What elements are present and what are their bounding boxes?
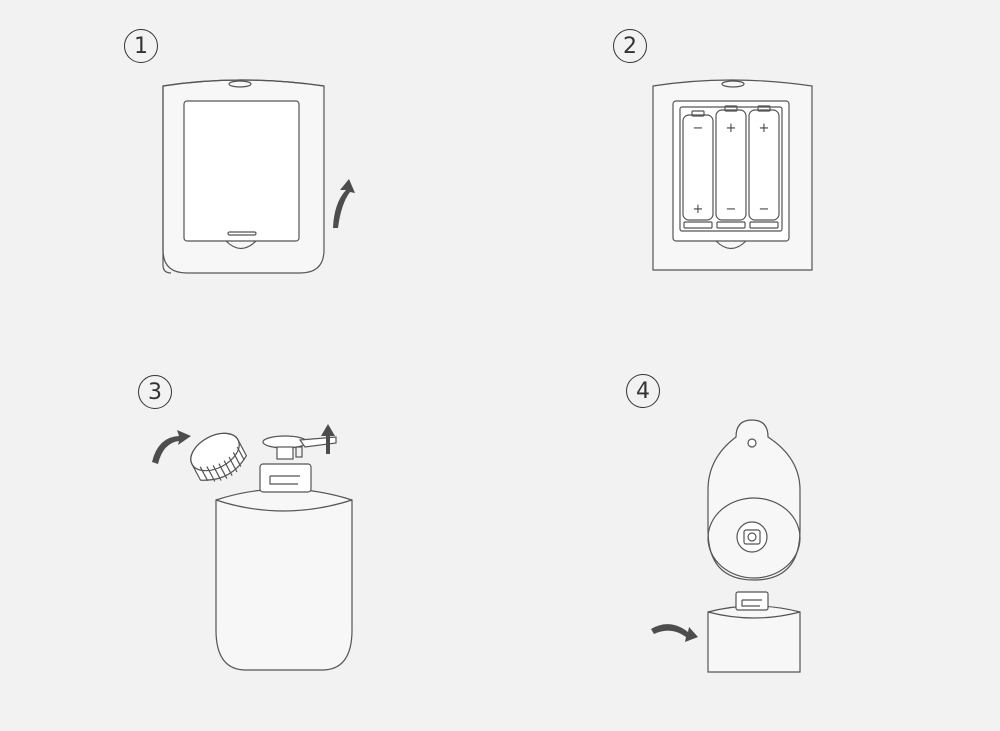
battery-cover bbox=[183, 100, 300, 250]
step-1-number: 1 bbox=[134, 33, 148, 59]
rotate-arrow-icon bbox=[651, 624, 698, 642]
battery-contacts bbox=[683, 221, 779, 229]
battery-1: − + bbox=[682, 110, 714, 221]
bottle-cap bbox=[190, 432, 248, 482]
step-4-number: 4 bbox=[636, 378, 650, 404]
battery-1-top-pole: − bbox=[693, 121, 704, 136]
step-3-badge: 3 bbox=[138, 375, 172, 409]
lift-arrow-icon bbox=[333, 179, 355, 228]
battery-3-bottom-pole: − bbox=[759, 202, 770, 217]
bottle-neck bbox=[259, 463, 312, 493]
step-3-number: 3 bbox=[148, 379, 162, 405]
dispenser-unit bbox=[707, 419, 801, 581]
step-1-badge: 1 bbox=[124, 29, 158, 63]
step-2-number: 2 bbox=[623, 33, 637, 59]
bottle-attach bbox=[707, 591, 801, 673]
battery-3-top-pole: + bbox=[759, 121, 770, 136]
battery-1-bottom-pole: + bbox=[693, 202, 704, 217]
pull-up-arrow-icon bbox=[321, 424, 335, 454]
unscrew-arrow-icon bbox=[152, 430, 191, 464]
step-2-badge: 2 bbox=[613, 29, 647, 63]
battery-2-top-pole: + bbox=[726, 121, 737, 136]
step-4-badge: 4 bbox=[626, 374, 660, 408]
battery-2-bottom-pole: − bbox=[726, 202, 737, 217]
battery-2: + − bbox=[715, 105, 747, 221]
battery-3: + − bbox=[748, 105, 780, 221]
